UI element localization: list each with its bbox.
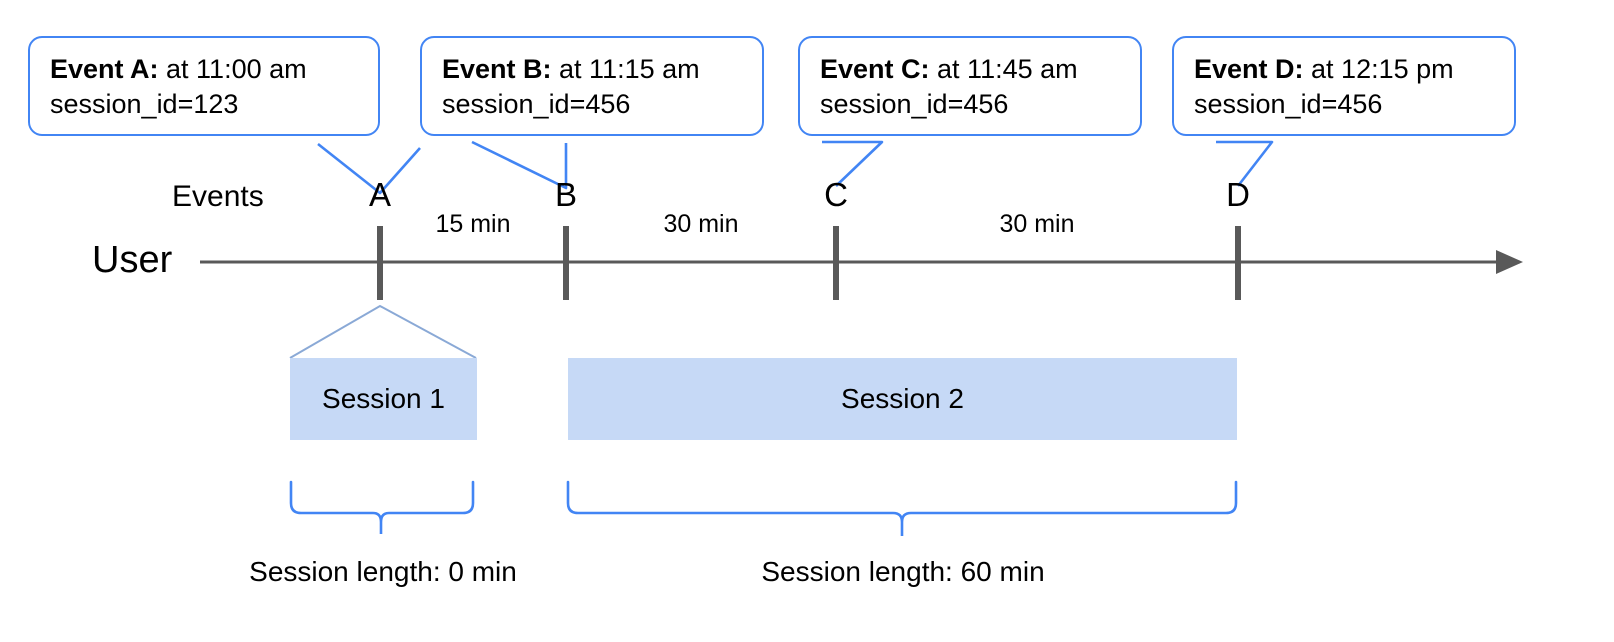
callout-event-b-time: at 11:15 am	[551, 54, 700, 84]
callout-event-b-line1: Event B: at 11:15 am	[442, 52, 746, 87]
callout-event-b-title: Event B:	[442, 54, 552, 84]
session-2-length-caption: Session length: 60 min	[761, 556, 1045, 587]
callout-event-a[interactable]: Event A: at 11:00 am session_id=123	[28, 36, 380, 137]
callout-event-d-session-id: session_id=456	[1194, 89, 1383, 120]
session-2-brace	[566, 480, 1238, 536]
session-1-tent	[289, 304, 477, 359]
gap-label-b-c: 30 min	[663, 210, 739, 238]
callout-event-b[interactable]: Event B: at 11:15 am session_id=456	[420, 36, 764, 137]
callout-event-a-title: Event A:	[50, 54, 159, 84]
callout-event-c-line1: Event C: at 11:45 am	[820, 52, 1124, 87]
events-row-label: Events	[172, 180, 264, 213]
user-row-label: User	[92, 239, 173, 281]
callout-event-c[interactable]: Event C: at 11:45 am session_id=456	[798, 36, 1142, 137]
session-1-length-caption: Session length: 0 min	[249, 556, 517, 587]
callout-event-d[interactable]: Event D: at 12:15 pm session_id=456	[1172, 36, 1516, 137]
session-bar-2[interactable]: Session 2	[568, 358, 1237, 440]
callout-event-a-session-id: session_id=123	[50, 89, 239, 120]
callout-event-c-title: Event C:	[820, 54, 930, 84]
callout-event-a-time: at 11:00 am	[158, 54, 307, 84]
event-letter-a: A	[368, 176, 391, 213]
gap-label-c-d: 30 min	[999, 210, 1075, 238]
callout-event-c-session-id: session_id=456	[820, 89, 1009, 120]
callout-event-b-session-id: session_id=456	[442, 89, 631, 120]
event-letter-c: C	[824, 176, 848, 213]
event-letter-b: B	[554, 176, 577, 213]
session-bar-1[interactable]: Session 1	[290, 358, 477, 440]
callout-event-a-line1: Event A: at 11:00 am	[50, 52, 362, 87]
event-letter-d: D	[1226, 176, 1250, 213]
gap-label-a-b: 15 min	[435, 210, 511, 238]
callout-event-d-title: Event D:	[1194, 54, 1304, 84]
callout-event-c-time: at 11:45 am	[929, 54, 1078, 84]
session-1-brace	[289, 480, 475, 534]
callout-event-d-line1: Event D: at 12:15 pm	[1194, 52, 1498, 87]
callout-event-d-time: at 12:15 pm	[1303, 54, 1454, 84]
